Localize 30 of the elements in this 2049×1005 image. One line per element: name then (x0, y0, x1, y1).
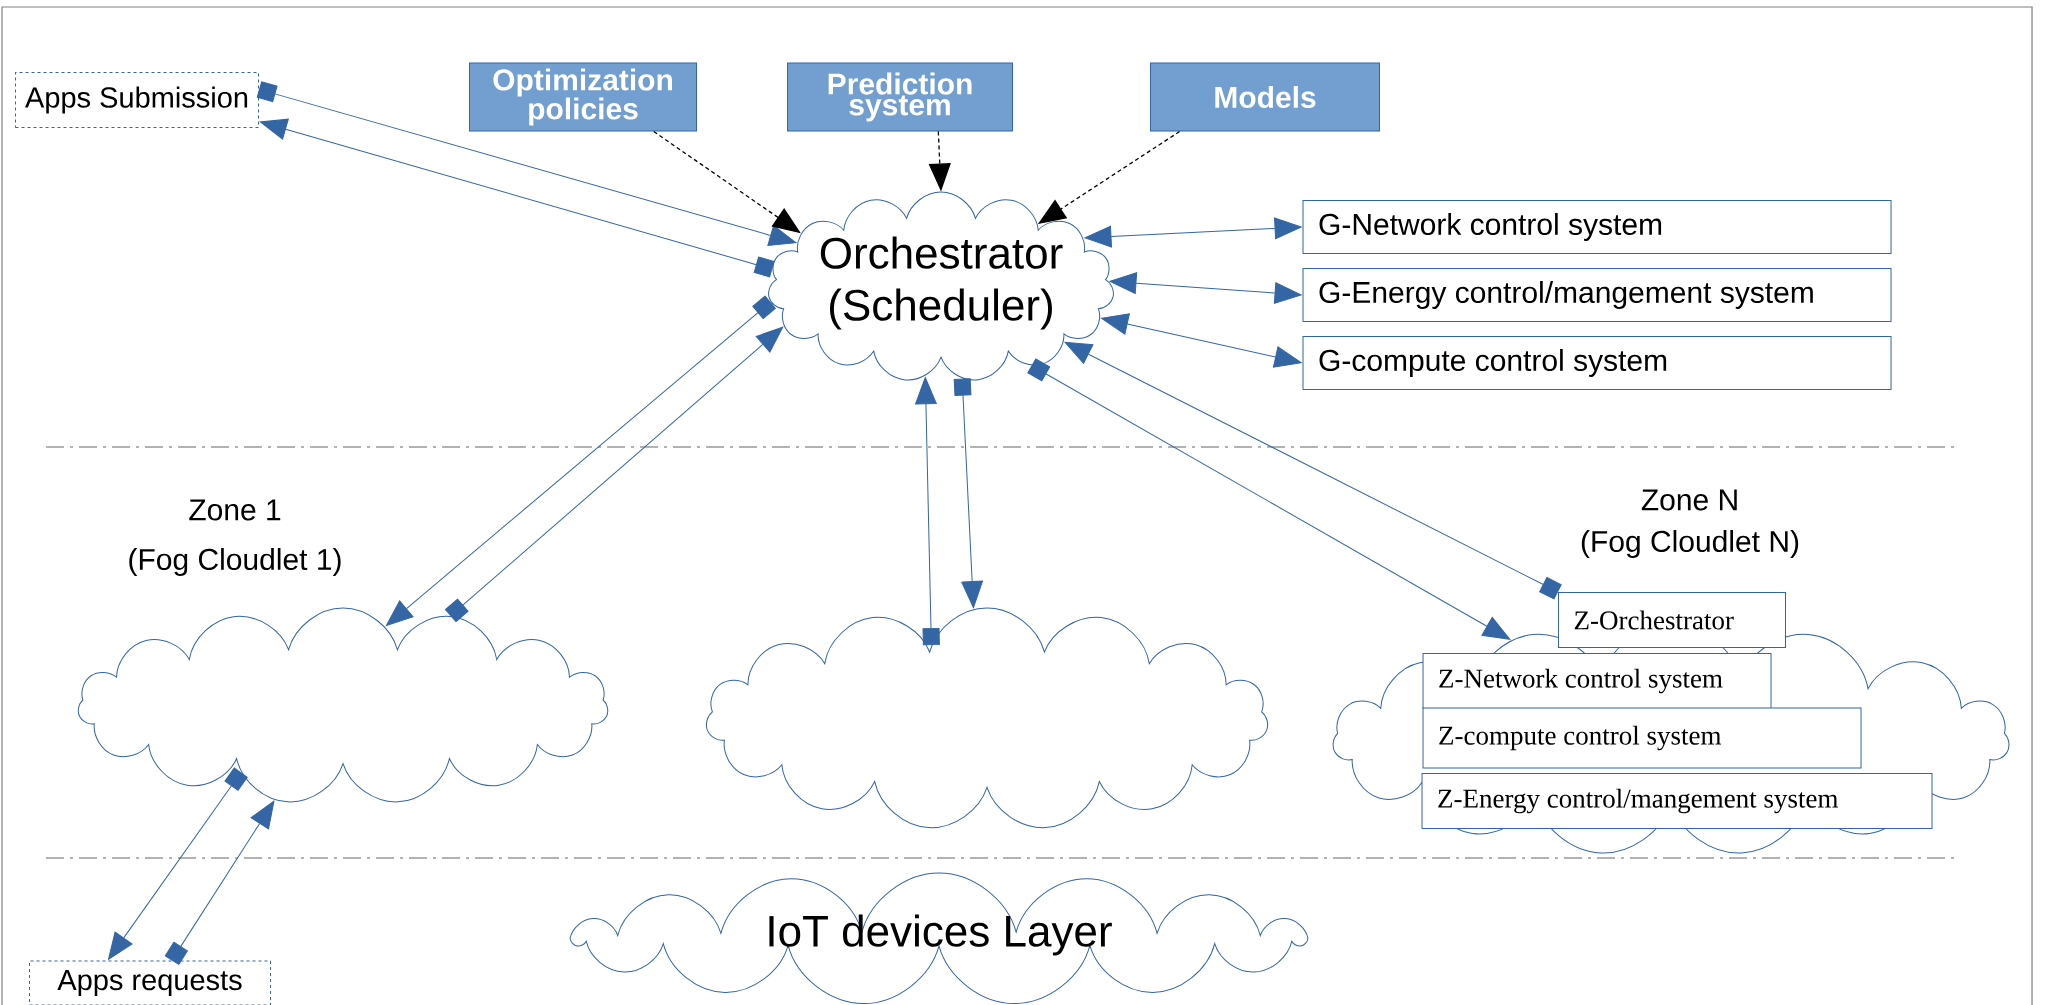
system-box: G-Network control system (1302, 200, 1892, 254)
system-box: Z-Energy control/mangement system (1421, 773, 1933, 829)
arrow (915, 377, 940, 646)
process-box: Prediction system (787, 62, 1013, 132)
process-box: Optimization policies (469, 62, 697, 132)
arrow (1109, 272, 1302, 304)
arrow (953, 378, 984, 609)
zone-heading: Zone N (1641, 489, 1737, 511)
system-box: Z-Orchestrator (1558, 592, 1786, 648)
arrow (385, 295, 776, 627)
zone-heading: (Fog Cloudlet 1) (129, 548, 341, 576)
arrow (444, 326, 784, 623)
system-box: Z-compute control system (1422, 707, 1862, 769)
dashed-box: Apps requests (29, 960, 271, 1005)
cloud-shape (705, 607, 1269, 829)
zone-heading: (Fog Cloudlet N) (1581, 530, 1799, 558)
system-box: G-Energy control/mangement system (1302, 268, 1892, 322)
arrow (1064, 341, 1562, 600)
arrow (164, 800, 275, 965)
arrow (256, 81, 797, 246)
system-box: Z-Network control system (1422, 653, 1772, 709)
system-box: G-compute control system (1302, 336, 1892, 390)
arrow (1027, 358, 1511, 640)
dashed-box: Apps Submission (15, 72, 259, 128)
process-box: Models (1150, 62, 1380, 132)
arrow (1084, 217, 1302, 248)
arrow (107, 767, 248, 960)
arrow (259, 118, 775, 278)
arrow (1101, 313, 1302, 368)
zone-heading: Zone 1 (189, 499, 281, 521)
